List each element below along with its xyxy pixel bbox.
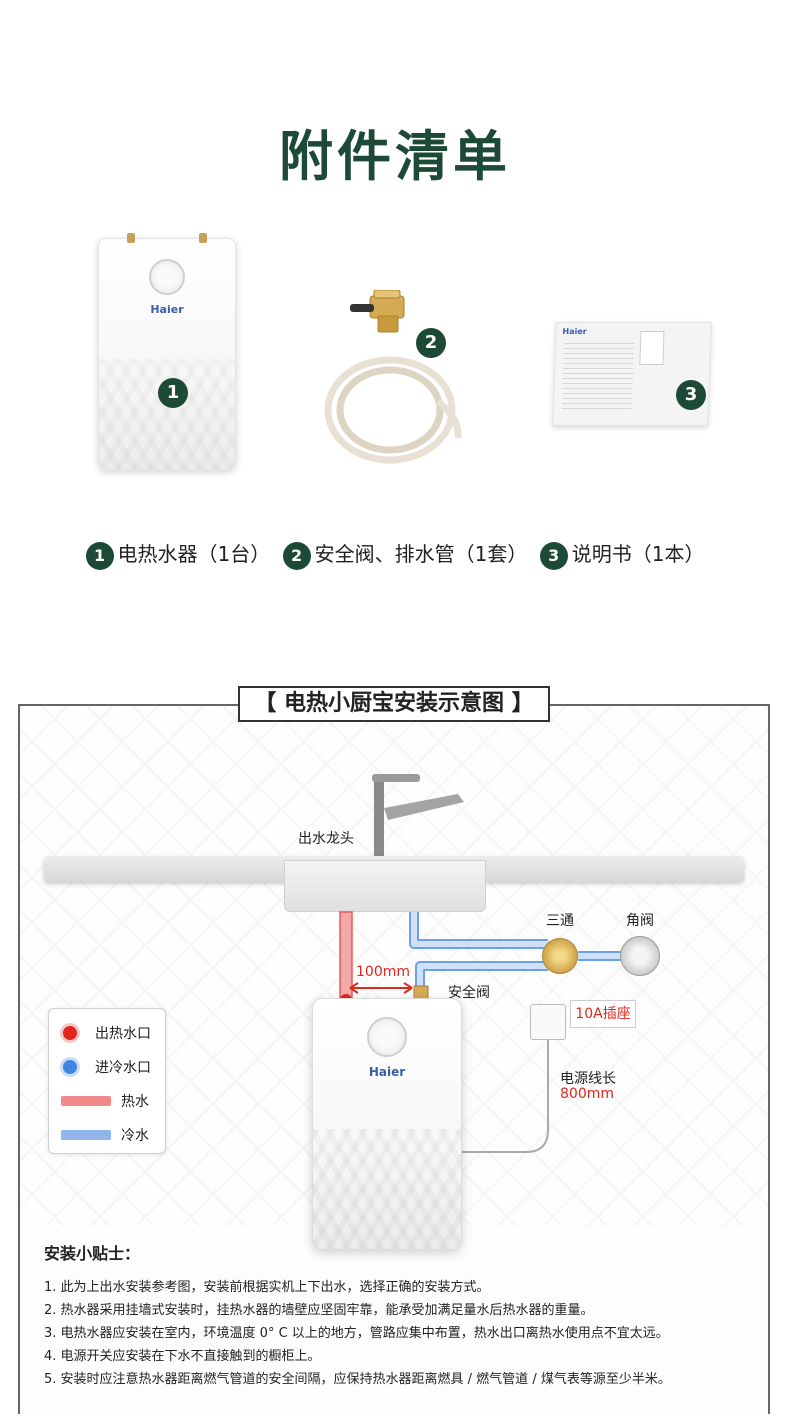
tip-5: 5. 安装时应注意热水器距离燃气管道的安全间隔，应保持热水器距离燃具 / 燃气管…	[44, 1372, 671, 1387]
manual-product-thumbnail	[639, 331, 665, 365]
badge-3: 3	[676, 380, 706, 410]
temperature-knob-icon	[367, 1017, 407, 1057]
installed-heater-brand: Haier	[368, 1065, 406, 1079]
angle-valve-icon	[620, 936, 660, 976]
legend-label-hot-water: 热水	[121, 1094, 149, 1110]
tips-title: 安装小贴士：	[44, 1244, 141, 1263]
angle-valve-label: 角阀	[626, 913, 654, 929]
socket-icon	[530, 1004, 566, 1040]
legend-row-cold-inlet: 进冷水口	[49, 1055, 165, 1079]
installed-heater-pattern	[313, 1129, 461, 1249]
sink	[284, 860, 486, 912]
cold-water-bar-icon	[61, 1130, 111, 1140]
installed-heater: Haier	[312, 998, 462, 1250]
distance-label: 100mm	[356, 964, 410, 980]
tip-1: 1. 此为上出水安装参考图，安装前根据实机上下出水，选择正确的安装方式。	[44, 1280, 490, 1295]
cable-label: 电源线长	[560, 1071, 616, 1087]
legend-row-cold-water: 冷水	[49, 1123, 165, 1147]
manual-brand-logo: Haier	[562, 327, 587, 336]
hot-outlet-dot-icon	[63, 1026, 77, 1040]
cable-length-label: 800mm	[560, 1086, 614, 1102]
legend-label-cold-inlet: 进冷水口	[95, 1060, 151, 1076]
cold-inlet-pipe-icon	[199, 233, 207, 243]
socket-label: 10A插座	[570, 1000, 636, 1028]
accessory-num-1: 1	[85, 541, 114, 570]
accessory-num-2: 2	[282, 541, 311, 570]
tee-label: 三通	[546, 913, 574, 929]
page-title: 附件清单	[279, 125, 511, 188]
legend-label-cold-water: 冷水	[121, 1128, 149, 1144]
drain-hose-image	[324, 356, 462, 464]
water-heater-image: Haier	[98, 233, 236, 470]
tip-3: 3. 电热水器应安装在室内，环境温度 0° C 以上的地方，管路应集中布置，热水…	[44, 1326, 669, 1341]
diagram-title: 【 电热小厨宝安装示意图 】	[238, 686, 550, 722]
hot-outlet-pipe-icon	[127, 233, 135, 243]
safety-valve-label: 安全阀	[448, 985, 490, 1001]
tee-fitting-icon	[542, 938, 578, 974]
tip-2: 2. 热水器采用挂墙式安装时，挂热水器的墙壁应坚固牢靠，能承受加满足量水后热水器…	[44, 1303, 594, 1318]
legend-row-hot-water: 热水	[49, 1089, 165, 1113]
accessory-label-2: 安全阀、排水管（1套）	[314, 542, 528, 566]
legend-label-hot-outlet: 出热水口	[95, 1026, 151, 1042]
heater-brand-logo: Haier	[150, 303, 184, 316]
accessory-label-3: 说明书（1本）	[571, 542, 705, 566]
safety-valve-image	[350, 290, 405, 333]
badge-2: 2	[416, 328, 446, 358]
legend-row-hot-outlet: 出热水口	[49, 1021, 165, 1045]
faucet-label: 出水龙头	[298, 831, 354, 847]
faucet-icon	[372, 774, 464, 860]
badge-1: 1	[158, 378, 188, 408]
heater-pattern	[99, 359, 235, 469]
hot-water-bar-icon	[61, 1096, 111, 1106]
install-tips: 安装小贴士： 1. 此为上出水安装参考图，安装前根据实机上下出水，选择正确的安装…	[44, 1240, 764, 1391]
accessory-label-1: 电热水器（1台）	[117, 542, 271, 566]
tip-4: 4. 电源开关应安装在下水不直接触到的橱柜上。	[44, 1349, 321, 1364]
accessory-num-3: 3	[539, 541, 568, 570]
temperature-knob-icon	[149, 259, 185, 295]
cold-inlet-dot-icon	[63, 1060, 77, 1074]
legend: 出热水口 进冷水口 热水 冷水	[48, 1008, 166, 1154]
manual-text-lines	[561, 343, 635, 413]
manual-image: Haier	[552, 322, 712, 426]
